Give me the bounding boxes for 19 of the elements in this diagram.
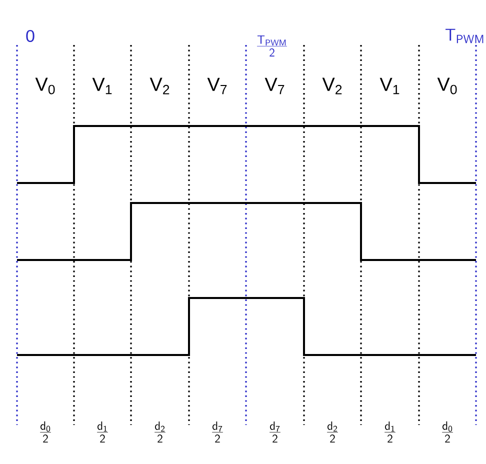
duration-label: $\frac{\mathsf{d}_{\mathsf{0}}}{\mathsf{2}}$ xyxy=(40,421,51,443)
duration-label: $\frac{\mathsf{d}_{\mathsf{2}}}{\mathsf{2}}$ xyxy=(154,421,166,442)
vector-label: V$_{0}$ xyxy=(35,78,55,94)
duration-label: $\frac{\mathsf{d}_{\mathsf{1}}}{\mathsf{2}}$ xyxy=(97,421,108,442)
duration-label: $\frac{\mathsf{d}_{\mathsf{0}}}{\mathsf{2}}$ xyxy=(442,421,453,443)
time-label: 0 xyxy=(26,30,34,42)
duration-label: $\frac{\mathsf{d}_{\mathsf{7}}}{\mathsf{2}}$ xyxy=(212,421,223,443)
vector-label: V$_{7}$ xyxy=(264,78,284,94)
vector-label: V$_{2}$ xyxy=(322,78,342,94)
vector-label: V$_{1}$ xyxy=(380,78,400,94)
vector-label: V$_{7}$ xyxy=(207,78,227,94)
vector-label: V$_{0}$ xyxy=(437,78,457,94)
vector-label: V$_{2}$ xyxy=(150,78,170,94)
time-label: $\mathsf{T}_{\mathsf{PWM}}$ xyxy=(446,28,484,44)
duration-label: $\frac{\mathsf{d}_{\mathsf{7}}}{\mathsf{2}}$ xyxy=(270,421,280,443)
time-label: $\frac{\mathsf{T}_{\mathsf{PWM}}}{\mathsf{2}}$ xyxy=(257,36,287,56)
duration-label: $\frac{\mathsf{d}_{\mathsf{2}}}{\mathsf{2}}$ xyxy=(327,421,338,442)
duration-label: $\frac{\mathsf{d}_{\mathsf{1}}}{\mathsf{2}}$ xyxy=(384,421,396,442)
vector-label: V$_{1}$ xyxy=(92,78,112,94)
